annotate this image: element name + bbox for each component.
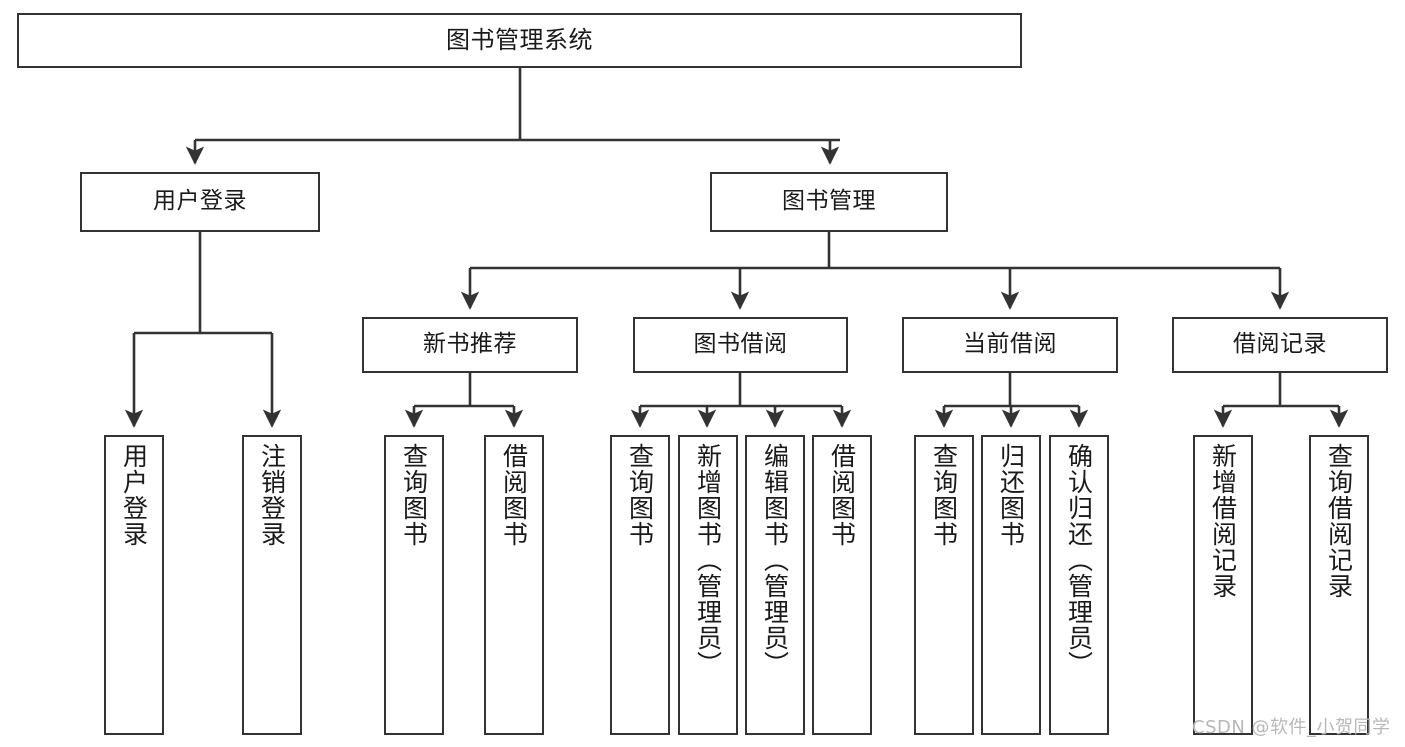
node-new-book-recommend[interactable]: 新书推荐 bbox=[362, 317, 578, 373]
node-leaf-query-book-1[interactable]: 查询图书 bbox=[384, 435, 444, 735]
node-new-book-recommend-label: 新书推荐 bbox=[423, 331, 517, 358]
node-leaf-query-book-3-label: 查询图书 bbox=[929, 443, 959, 547]
node-leaf-logout-label: 注销登录 bbox=[257, 443, 287, 547]
node-leaf-confirm-return[interactable]: 确认归还（管理员） bbox=[1049, 435, 1109, 735]
node-leaf-query-book-3[interactable]: 查询图书 bbox=[914, 435, 974, 735]
node-leaf-add-record-label: 新增借阅记录 bbox=[1208, 443, 1238, 599]
node-leaf-return-book[interactable]: 归还图书 bbox=[981, 435, 1041, 735]
node-leaf-query-record-label: 查询借阅记录 bbox=[1324, 443, 1354, 599]
node-current-borrow[interactable]: 当前借阅 bbox=[902, 317, 1118, 373]
node-leaf-user-login[interactable]: 用户登录 bbox=[104, 435, 164, 735]
node-leaf-borrow-book-1-label: 借阅图书 bbox=[499, 443, 529, 547]
node-current-borrow-label: 当前借阅 bbox=[963, 331, 1057, 358]
node-leaf-query-book-2-label: 查询图书 bbox=[625, 443, 655, 547]
node-leaf-add-book[interactable]: 新增图书（管理员） bbox=[678, 435, 738, 735]
node-leaf-edit-book-label: 编辑图书（管理员） bbox=[760, 443, 790, 677]
node-leaf-user-login-label: 用户登录 bbox=[119, 443, 149, 547]
node-book-management-label: 图书管理 bbox=[782, 188, 876, 215]
node-leaf-query-book-1-label: 查询图书 bbox=[399, 443, 429, 547]
node-leaf-borrow-book-2[interactable]: 借阅图书 bbox=[812, 435, 872, 735]
watermark: CSDN @软件_小贺同学 bbox=[1192, 717, 1391, 738]
node-book-borrow[interactable]: 图书借阅 bbox=[633, 317, 848, 373]
node-leaf-borrow-book-2-label: 借阅图书 bbox=[827, 443, 857, 547]
node-user-login[interactable]: 用户登录 bbox=[80, 172, 320, 232]
node-borrow-record-label: 借阅记录 bbox=[1233, 331, 1327, 358]
node-borrow-record[interactable]: 借阅记录 bbox=[1172, 317, 1388, 373]
node-leaf-add-record[interactable]: 新增借阅记录 bbox=[1193, 435, 1253, 735]
node-leaf-borrow-book-1[interactable]: 借阅图书 bbox=[484, 435, 544, 735]
node-book-management[interactable]: 图书管理 bbox=[710, 172, 948, 232]
node-root-label: 图书管理系统 bbox=[446, 26, 593, 55]
node-user-login-label: 用户登录 bbox=[153, 188, 247, 215]
node-leaf-query-record[interactable]: 查询借阅记录 bbox=[1309, 435, 1369, 735]
node-leaf-edit-book[interactable]: 编辑图书（管理员） bbox=[745, 435, 805, 735]
node-leaf-add-book-label: 新增图书（管理员） bbox=[693, 443, 723, 677]
node-leaf-confirm-return-label: 确认归还（管理员） bbox=[1064, 443, 1094, 677]
node-leaf-logout[interactable]: 注销登录 bbox=[242, 435, 302, 735]
node-leaf-query-book-2[interactable]: 查询图书 bbox=[610, 435, 670, 735]
node-root[interactable]: 图书管理系统 bbox=[17, 13, 1022, 68]
node-leaf-return-book-label: 归还图书 bbox=[996, 443, 1026, 547]
node-book-borrow-label: 图书借阅 bbox=[693, 331, 788, 358]
